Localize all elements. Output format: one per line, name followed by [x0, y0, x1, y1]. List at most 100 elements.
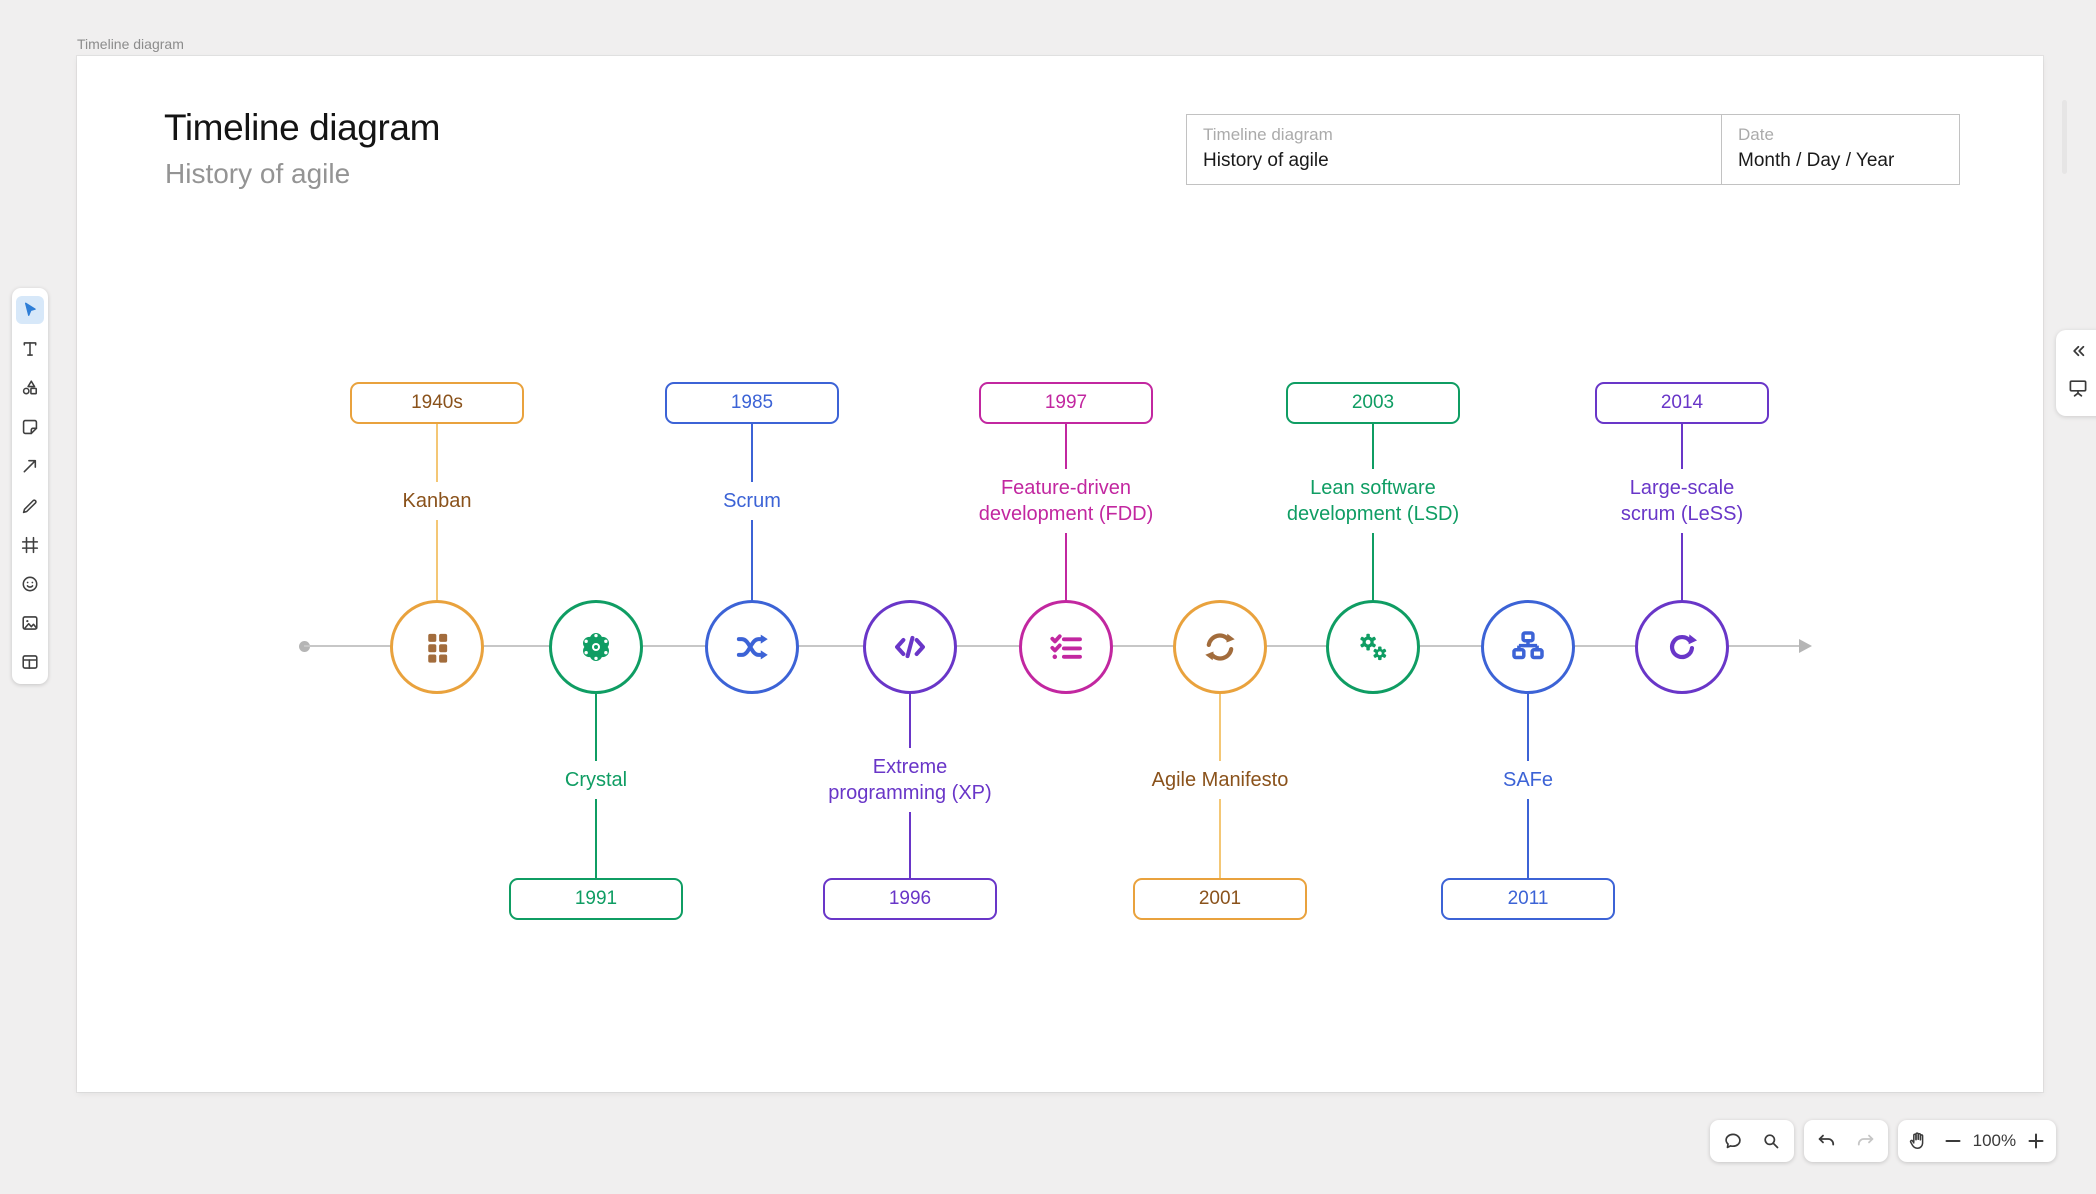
tool-shapes-button[interactable]	[16, 374, 44, 402]
shuffle-icon	[731, 626, 773, 668]
milestone-node[interactable]	[1326, 600, 1420, 694]
milestone-node[interactable]	[390, 600, 484, 694]
diagram-title[interactable]: Timeline diagram	[164, 107, 440, 148]
title-field[interactable]: Timeline diagram History of agile	[1187, 115, 1722, 184]
milestone-connector	[595, 799, 597, 878]
milestone-year-box[interactable]: 1996	[823, 878, 997, 920]
milestone-connector	[436, 424, 438, 482]
milestone-connector	[1527, 799, 1529, 878]
tool-frame-button[interactable]	[16, 531, 44, 559]
milestone-year-box[interactable]: 2014	[1595, 382, 1769, 424]
milestone-node[interactable]	[549, 600, 643, 694]
comments-button[interactable]	[1718, 1126, 1748, 1156]
date-field[interactable]: Date Month / Day / Year	[1722, 115, 1959, 184]
tool-sticker-button[interactable]	[16, 570, 44, 598]
sticker-icon	[22, 576, 38, 592]
hand-tool-button[interactable]	[1903, 1126, 1933, 1156]
minus-icon	[1945, 1140, 1961, 1142]
milestone-node[interactable]	[1019, 600, 1113, 694]
shapes-icon	[22, 380, 38, 395]
cursor-icon	[24, 302, 36, 316]
pen-icon	[22, 499, 37, 513]
milestone-connector	[1065, 533, 1067, 602]
milestone-connector	[751, 424, 753, 482]
search-button[interactable]	[1756, 1126, 1786, 1156]
milestone-year-box[interactable]: 1985	[665, 382, 839, 424]
milestone-node[interactable]	[1635, 600, 1729, 694]
atom-icon	[575, 626, 617, 668]
whiteboard-canvas[interactable]	[77, 56, 2043, 1092]
milestone-year: 1997	[1044, 392, 1088, 413]
redo-button[interactable]	[1850, 1126, 1880, 1156]
code-icon	[889, 626, 931, 668]
table-icon	[22, 655, 38, 669]
date-field-label: Date	[1738, 125, 1774, 144]
tool-select-button[interactable]	[16, 296, 44, 324]
tool-table-button[interactable]	[16, 648, 44, 676]
milestone-year: 1991	[574, 888, 618, 909]
date-field-value[interactable]: Month / Day / Year	[1738, 150, 1895, 171]
checklist-icon	[1045, 626, 1087, 668]
milestone-node[interactable]	[1481, 600, 1575, 694]
gears-icon	[1352, 626, 1394, 668]
milestone-connector	[595, 691, 597, 761]
tool-sidebar	[12, 288, 48, 684]
undo-button[interactable]	[1812, 1126, 1842, 1156]
milestone-year: 1996	[888, 888, 932, 909]
redo-icon	[1857, 1134, 1874, 1146]
zoom-bar: 100%	[1898, 1120, 2056, 1162]
redo-icon	[1661, 626, 1703, 668]
timeline-end-arrow	[1799, 639, 1812, 653]
tool-image-button[interactable]	[16, 609, 44, 637]
hand-icon	[1909, 1132, 1924, 1149]
tool-sticky-note-button[interactable]	[16, 413, 44, 441]
zoom-level[interactable]: 100%	[1972, 1131, 2017, 1150]
title-field-value[interactable]: History of agile	[1203, 150, 1329, 171]
milestone-year: 2014	[1660, 392, 1704, 413]
undo-icon	[1818, 1134, 1835, 1146]
vertical-scrollbar[interactable]	[2062, 100, 2067, 174]
milestone-label[interactable]: Crystal	[564, 769, 628, 791]
milestone-connector	[1372, 533, 1374, 602]
comment-bubble-icon	[1725, 1133, 1741, 1149]
tool-arrow-button[interactable]	[16, 452, 44, 480]
frame-icon	[21, 536, 39, 553]
milestone-year: 2011	[1507, 888, 1549, 909]
org-chart-icon	[1507, 626, 1549, 668]
tool-pen-button[interactable]	[16, 492, 44, 520]
present-button[interactable]	[2064, 374, 2092, 402]
milestone-year-box[interactable]: 2011	[1441, 878, 1615, 920]
milestone-connector	[909, 812, 911, 878]
milestone-node[interactable]	[705, 600, 799, 694]
diagram-subtitle[interactable]: History of agile	[165, 158, 351, 189]
expand-panel-button[interactable]	[2064, 338, 2092, 366]
milestone-label[interactable]: SAFe	[1502, 769, 1554, 791]
milestone-label[interactable]: Scrum	[723, 490, 781, 512]
milestone-connector	[1681, 533, 1683, 602]
milestone-connector	[436, 520, 438, 602]
milestone-year-box[interactable]: 1997	[979, 382, 1153, 424]
milestone-connector	[1219, 691, 1221, 761]
milestone-year-box[interactable]: 2003	[1286, 382, 1460, 424]
kanban-board-icon	[416, 626, 458, 668]
milestone-node[interactable]	[1173, 600, 1267, 694]
milestone-year-box[interactable]: 2001	[1133, 878, 1307, 920]
presentation-icon	[2069, 380, 2087, 397]
zoom-in-button[interactable]	[2021, 1126, 2051, 1156]
milestone-label[interactable]: Agile Manifesto	[1151, 769, 1289, 791]
milestone-node[interactable]	[863, 600, 957, 694]
zoom-out-button[interactable]	[1938, 1126, 1968, 1156]
milestone-year: 1985	[730, 392, 774, 413]
milestone-connector	[751, 520, 753, 602]
milestone-label[interactable]: Kanban	[402, 490, 472, 512]
milestone-year-box[interactable]: 1991	[509, 878, 683, 920]
tool-text-button[interactable]	[16, 335, 44, 363]
milestone-connector	[1065, 424, 1067, 469]
milestone-year: 2001	[1198, 888, 1242, 909]
collapsed-right-panel	[2056, 330, 2096, 416]
milestone-year-box[interactable]: 1940s	[350, 382, 524, 424]
